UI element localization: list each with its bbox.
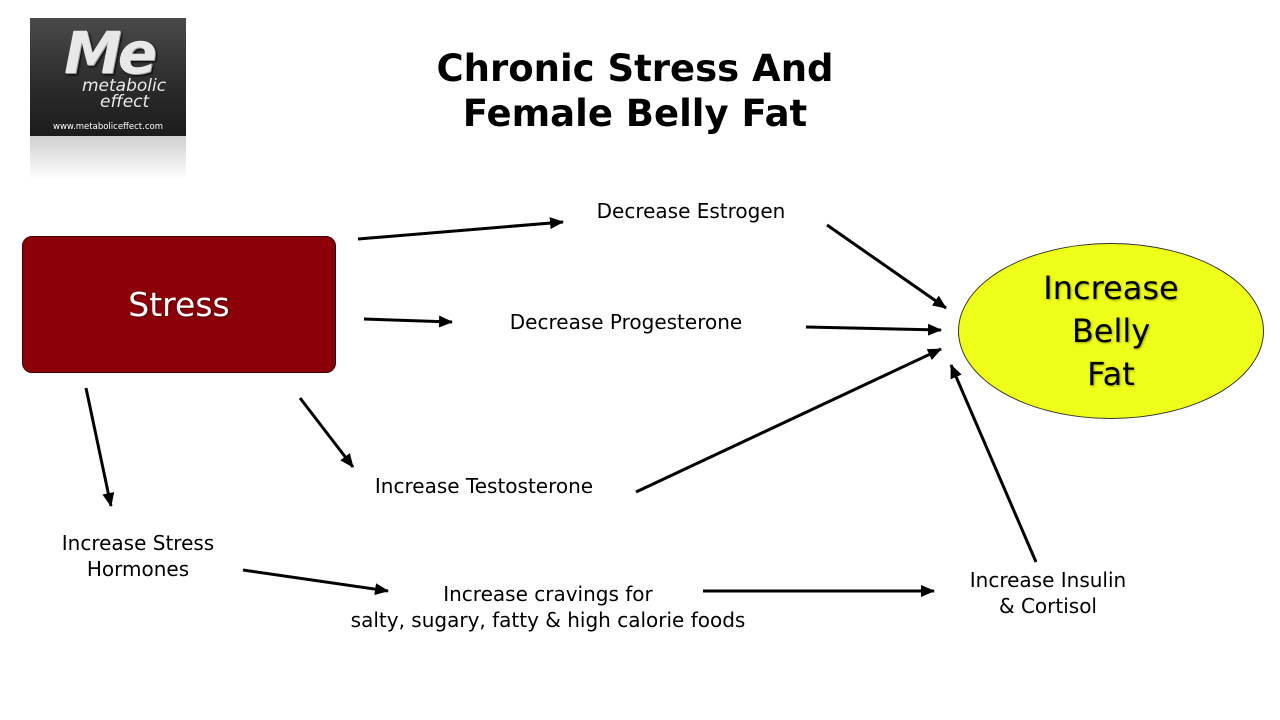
- increase-stress-hormones-node: Increase Stress Hormones: [30, 530, 246, 582]
- logo-mark: Me: [64, 19, 157, 87]
- stress-label: Stress: [128, 285, 230, 324]
- logo-reflection: [30, 136, 186, 180]
- stress-hormones-line-2: Hormones: [86, 557, 190, 581]
- increase-testosterone-node: Increase Testosterone: [338, 473, 630, 499]
- decrease-progesterone-label: Decrease Progesterone: [509, 310, 743, 334]
- cravings-line-2: salty, sugary, fatty & high calorie food…: [350, 608, 746, 632]
- page-title: Chronic Stress And Female Belly Fat: [340, 46, 930, 136]
- logo-word-metabolic: metabolic: [82, 76, 167, 96]
- decrease-estrogen-label: Decrease Estrogen: [596, 199, 786, 223]
- title-line-2: Female Belly Fat: [462, 92, 808, 135]
- insulin-cortisol-line-2: & Cortisol: [999, 594, 1097, 618]
- belly-fat-line-3: Fat: [1087, 354, 1135, 393]
- arrow-stress-to-testosterone: [298, 397, 355, 468]
- increase-testosterone-label: Increase Testosterone: [374, 474, 594, 498]
- belly-fat-label: Increase Belly Fat: [1043, 267, 1178, 396]
- belly-fat-line-2: Belly: [1071, 311, 1151, 350]
- arrow-estrogen-to-belly-fat: [826, 223, 947, 310]
- increase-cravings-node: Increase cravings for salty, sugary, fat…: [300, 581, 796, 633]
- logo-word-effect: effect: [100, 92, 150, 112]
- decrease-progesterone-node: Decrease Progesterone: [466, 309, 786, 335]
- logo-url: www.metaboliceffect.com: [53, 122, 163, 132]
- arrow-progesterone-to-belly-fat: [805, 323, 942, 336]
- increase-belly-fat-node: Increase Belly Fat: [958, 243, 1264, 419]
- arrow-stress-to-estrogen: [357, 217, 564, 241]
- arrow-stress-to-stress-hormones: [84, 387, 115, 507]
- cravings-line-1: Increase cravings for: [443, 582, 653, 606]
- belly-fat-line-1: Increase: [1043, 268, 1179, 307]
- arrow-testosterone-to-belly-fat: [635, 347, 942, 494]
- decrease-estrogen-node: Decrease Estrogen: [560, 198, 822, 224]
- insulin-cortisol-line-1: Increase Insulin: [969, 568, 1127, 592]
- stress-node: Stress: [22, 236, 336, 373]
- increase-insulin-cortisol-node: Increase Insulin & Cortisol: [940, 567, 1156, 619]
- metabolic-effect-logo: Me metabolic effect www.metaboliceffect.…: [30, 18, 186, 136]
- stress-hormones-line-1: Increase Stress: [61, 531, 215, 555]
- arrow-stress-to-progesterone: [363, 315, 453, 328]
- title-line-1: Chronic Stress And: [436, 47, 834, 90]
